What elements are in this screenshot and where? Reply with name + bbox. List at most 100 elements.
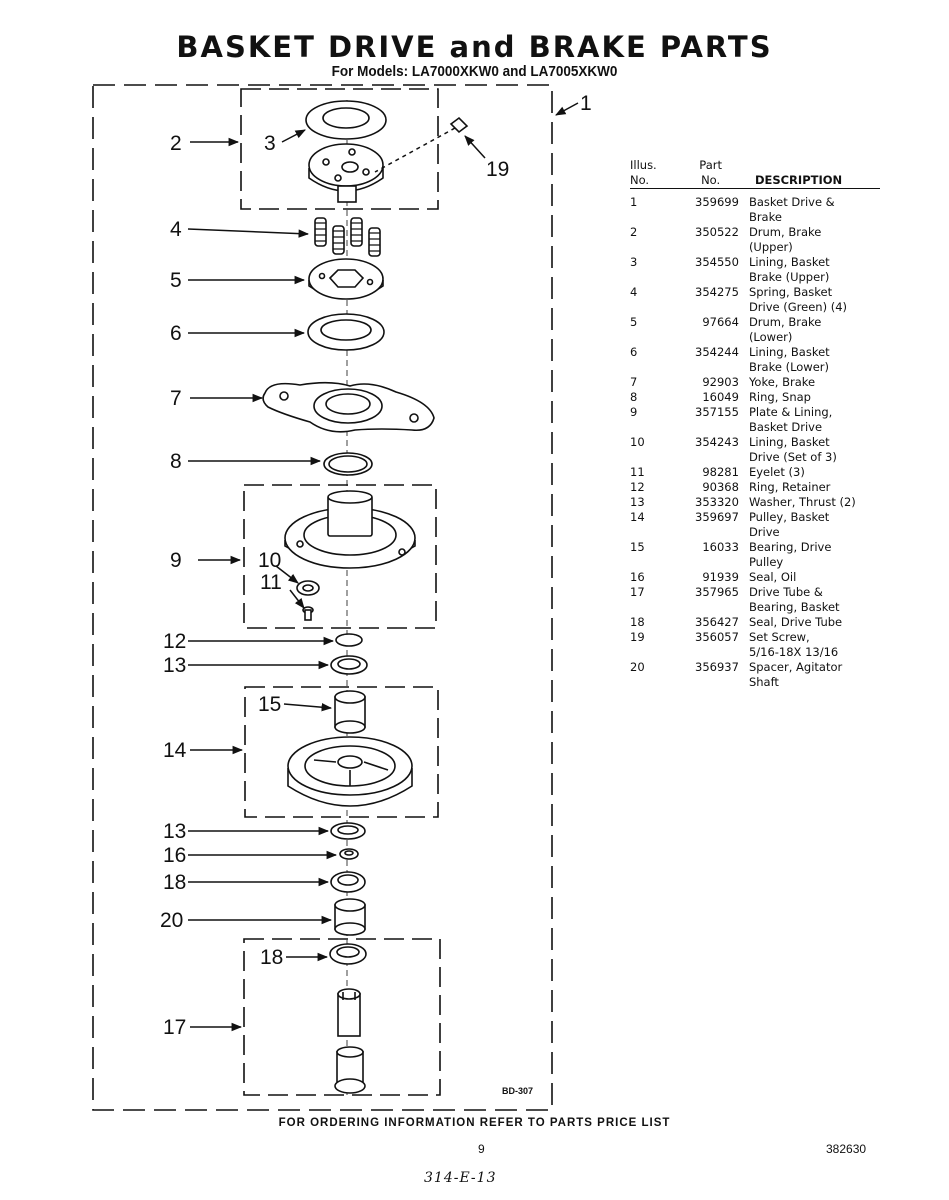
- description-line: (Lower): [748, 330, 793, 344]
- part-number: 354550: [695, 255, 739, 269]
- description-line: Yoke, Brake: [748, 375, 816, 389]
- illus-number: 2: [630, 225, 638, 239]
- callout-13-upper: 13: [163, 654, 186, 677]
- illus-number: 19: [630, 630, 645, 644]
- description-line: Washer, Thrust (2): [748, 495, 856, 509]
- part-number: 356427: [695, 615, 739, 629]
- part-number: 357965: [695, 585, 739, 599]
- illus-number: 15: [630, 540, 645, 554]
- callout-17: 17: [163, 1016, 186, 1039]
- description-line: Spring, Basket: [748, 285, 833, 299]
- description-line: Brake (Upper): [748, 270, 830, 284]
- leader-4: [187, 228, 310, 238]
- part-15-bearing: [334, 690, 366, 734]
- part-description: Drum, Brake(Upper): [749, 225, 880, 255]
- part-6-lining-lower: [307, 313, 385, 351]
- part-14-pulley: [287, 736, 413, 807]
- illus-number: 10: [630, 435, 645, 449]
- table-row: 13 353320 Washer, Thrust (2): [630, 495, 880, 510]
- illus-number: 8: [630, 390, 638, 404]
- callout-14: 14: [163, 739, 187, 762]
- illus-number: 17: [630, 585, 645, 599]
- part-11-eyelet: [302, 606, 314, 621]
- handwritten-note: 314-E-13: [424, 1170, 497, 1186]
- part-3-lining-upper: [305, 100, 387, 140]
- part-number: 90368: [702, 480, 739, 494]
- description-line: Ring, Retainer: [748, 480, 831, 494]
- description-line: Eyelet (3): [748, 465, 805, 479]
- part-9-plate-lining: [284, 490, 416, 569]
- description-line: Brake (Lower): [748, 360, 830, 374]
- page-title: BASKET DRIVE and BRAKE PARTS: [176, 30, 773, 64]
- part-number: 92903: [702, 375, 739, 389]
- illus-number: 5: [630, 315, 638, 329]
- part-number: 359697: [695, 510, 739, 524]
- part-description: Ring, Snap: [749, 390, 880, 405]
- description-line: Seal, Oil: [748, 570, 797, 584]
- part-number: 97664: [702, 315, 739, 329]
- part-13-thrust-washer-upper: [330, 655, 368, 675]
- table-row: 17 357965 Drive Tube &Bearing, Basket: [630, 585, 880, 615]
- illus-number: 4: [630, 285, 638, 299]
- part-number: 91939: [702, 570, 739, 584]
- description-line: (Upper): [748, 240, 793, 254]
- part-number: 359699: [695, 195, 739, 209]
- illus-number: 20: [630, 660, 645, 674]
- illus-number: 1: [630, 195, 638, 209]
- illus-number: 3: [630, 255, 638, 269]
- callout-11: 11: [260, 571, 282, 594]
- leader-1: [555, 102, 579, 116]
- part-number: 98281: [702, 465, 739, 479]
- part-description: Set Screw,5/16-18X 13/16: [749, 630, 880, 660]
- description-line: Pulley: [748, 555, 784, 569]
- description-line: Bearing, Basket: [748, 600, 840, 614]
- illus-number: 16: [630, 570, 645, 584]
- description-line: Drive: [748, 525, 780, 539]
- ordering-note: FOR ORDERING INFORMATION REFER TO PARTS …: [278, 1117, 671, 1129]
- part-20-spacer: [334, 898, 366, 936]
- part-description: Drive Tube &Bearing, Basket: [749, 585, 880, 615]
- part-description: Seal, Drive Tube: [749, 615, 880, 630]
- callout-20: 20: [160, 909, 183, 932]
- callout-10: 10: [258, 549, 281, 572]
- callout-18-upper: 18: [163, 871, 186, 894]
- part-8-snap-ring: [323, 452, 373, 476]
- part-number: 353320: [695, 495, 739, 509]
- description-line: Drive (Set of 3): [748, 450, 837, 464]
- callout-6: 6: [170, 322, 182, 345]
- part-12-retainer-ring: [335, 633, 363, 647]
- leader-10: [275, 565, 299, 584]
- illus-number: 11: [630, 465, 645, 479]
- box-drive-tube: [243, 938, 441, 1096]
- illus-number: 13: [630, 495, 645, 509]
- part-17-drive-tube: [334, 988, 366, 1094]
- description-line: Plate & Lining,: [748, 405, 833, 419]
- illus-number: 14: [630, 510, 645, 524]
- part-13-thrust-washer-lower: [330, 822, 366, 840]
- part-number: 354275: [695, 285, 739, 299]
- description-line: Lining, Basket: [748, 435, 830, 449]
- models-subtitle: For Models: LA7000XKW0 and LA7005XKW0: [331, 63, 618, 80]
- outer-frame: [92, 84, 553, 1111]
- illus-number: 12: [630, 480, 645, 494]
- leader-19: [464, 135, 486, 159]
- box-plate-lining: [243, 484, 437, 629]
- part-2-drum-upper: [308, 143, 384, 203]
